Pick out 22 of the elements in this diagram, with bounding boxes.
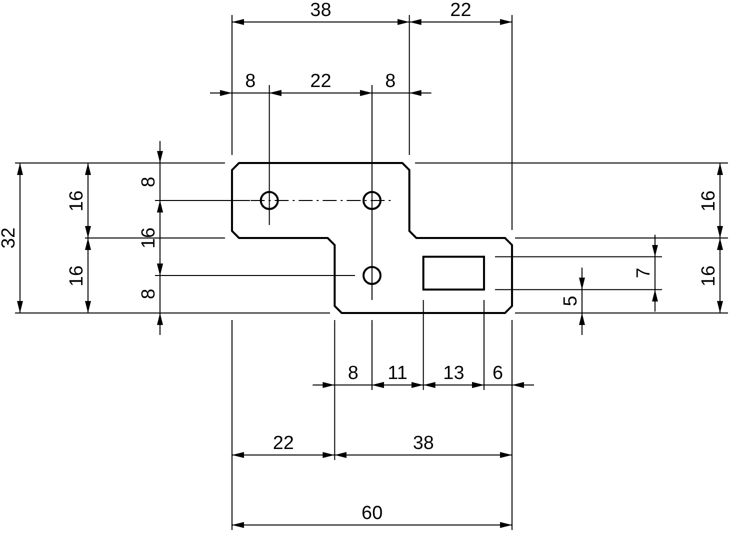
dimension-value: 16 <box>699 264 720 286</box>
dimension-value: 38 <box>412 434 434 454</box>
dimension-value: 8 <box>385 72 396 92</box>
dimension-value: 6 <box>492 364 504 384</box>
dimension-value: 8 <box>245 72 256 92</box>
dimension-value: 60 <box>362 504 383 524</box>
dimension-value: 8 <box>138 288 159 300</box>
dimension-value: 38 <box>310 1 332 21</box>
dimension-value: 5 <box>560 296 581 307</box>
dimension-value: 16 <box>67 264 88 286</box>
dimension-value: 16 <box>699 190 720 212</box>
dimension-value: 8 <box>138 176 159 188</box>
dimension-value: 16 <box>67 190 88 212</box>
dimension-value: 13 <box>443 364 464 384</box>
dimension-value: 32 <box>0 227 20 249</box>
dimension-value: 16 <box>139 227 160 249</box>
dimension-value: 7 <box>634 268 654 278</box>
dimension-value: 11 <box>388 364 408 384</box>
dimension-value: 22 <box>272 434 294 454</box>
dimension-value: 22 <box>450 1 472 21</box>
dimension-value: 8 <box>348 364 358 384</box>
dimension-value: 22 <box>310 72 332 92</box>
